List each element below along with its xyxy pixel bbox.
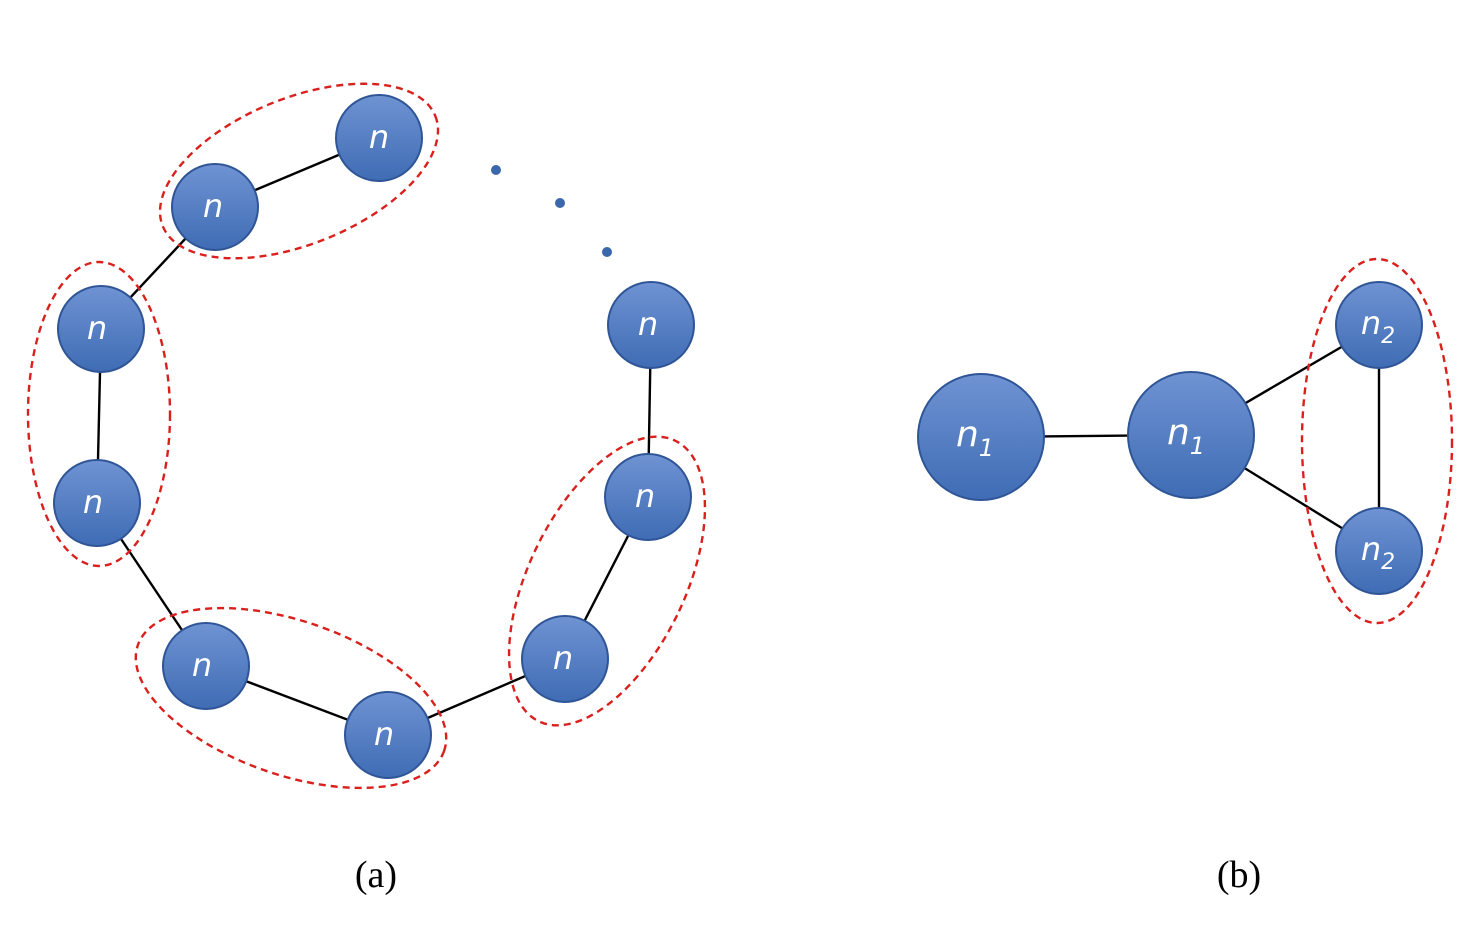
node-n2: n2 (1335, 281, 1423, 369)
node-label: n1 (1167, 412, 1205, 460)
node-label: n (635, 477, 655, 515)
node-label: n (83, 483, 103, 521)
node: n (607, 281, 695, 369)
ellipsis-dot (491, 165, 501, 175)
panel-a-nodes: n n n n n n n (53, 94, 695, 779)
panel-b: n1 n1 n2 n2 (b) (917, 257, 1454, 896)
node-label: n (638, 305, 658, 343)
node: n (162, 622, 250, 710)
node-label: n (374, 715, 394, 753)
caption-b: (b) (1217, 854, 1261, 896)
group-outline (1300, 257, 1454, 625)
node-label: n (553, 639, 573, 677)
node: n (344, 691, 432, 779)
node-label: n (87, 309, 107, 347)
node-n2: n2 (1335, 507, 1423, 595)
ellipsis-dots (491, 165, 612, 257)
node-label: n (203, 187, 223, 225)
ellipsis-dot (555, 198, 565, 208)
node: n (57, 285, 145, 373)
group-outline (26, 260, 172, 568)
panel-b-nodes: n1 n1 n2 n2 (917, 281, 1423, 595)
node: n (53, 459, 141, 547)
group-outline (507, 435, 707, 727)
group-outline (134, 606, 448, 790)
node-n1: n1 (1127, 371, 1255, 499)
node-label: n2 (1361, 530, 1395, 575)
node-label: n2 (1361, 304, 1395, 349)
node: n (521, 615, 609, 703)
panel-a-groups (26, 82, 707, 790)
ellipsis-dot (602, 247, 612, 257)
node-n1: n1 (917, 373, 1045, 501)
node: n (171, 163, 259, 251)
node: n (335, 94, 423, 182)
node-label: n1 (956, 414, 994, 462)
caption-a: (a) (355, 854, 397, 896)
group-outline (158, 82, 440, 260)
node: n (604, 453, 692, 541)
node-label: n (369, 118, 389, 156)
node-label: n (192, 646, 212, 684)
panel-a: n n n n n n n (26, 82, 707, 896)
